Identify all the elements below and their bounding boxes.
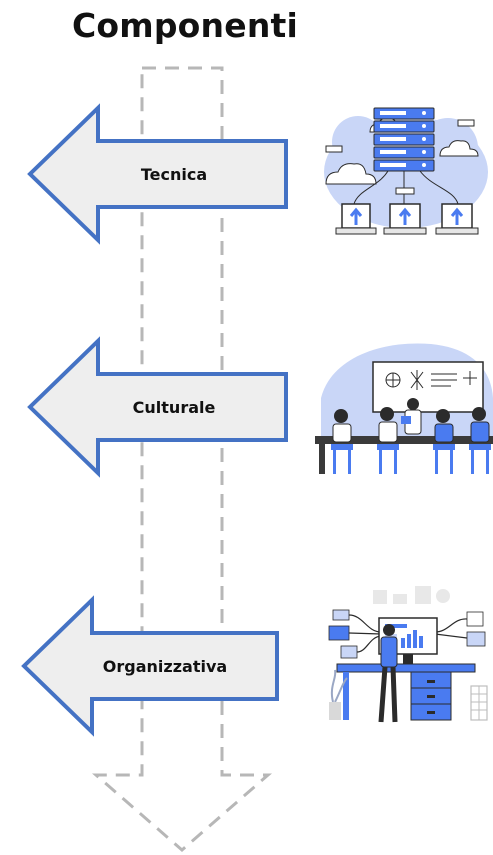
component-label-organizzativa: Organizzativa [103,657,227,676]
page-title: Componenti [71,6,299,45]
component-label-culturale: Culturale [133,398,216,417]
component-label-tecnica: Tecnica [141,165,207,184]
server-network-illustration [324,107,488,235]
office-workflow-illustration [328,586,488,723]
component-arrow-organizzativa: Organizzativa [21,595,279,737]
component-arrow-culturale: Culturale [27,336,288,478]
component-arrow-tecnica: Tecnica [27,103,288,245]
classroom-illustration [315,343,493,474]
